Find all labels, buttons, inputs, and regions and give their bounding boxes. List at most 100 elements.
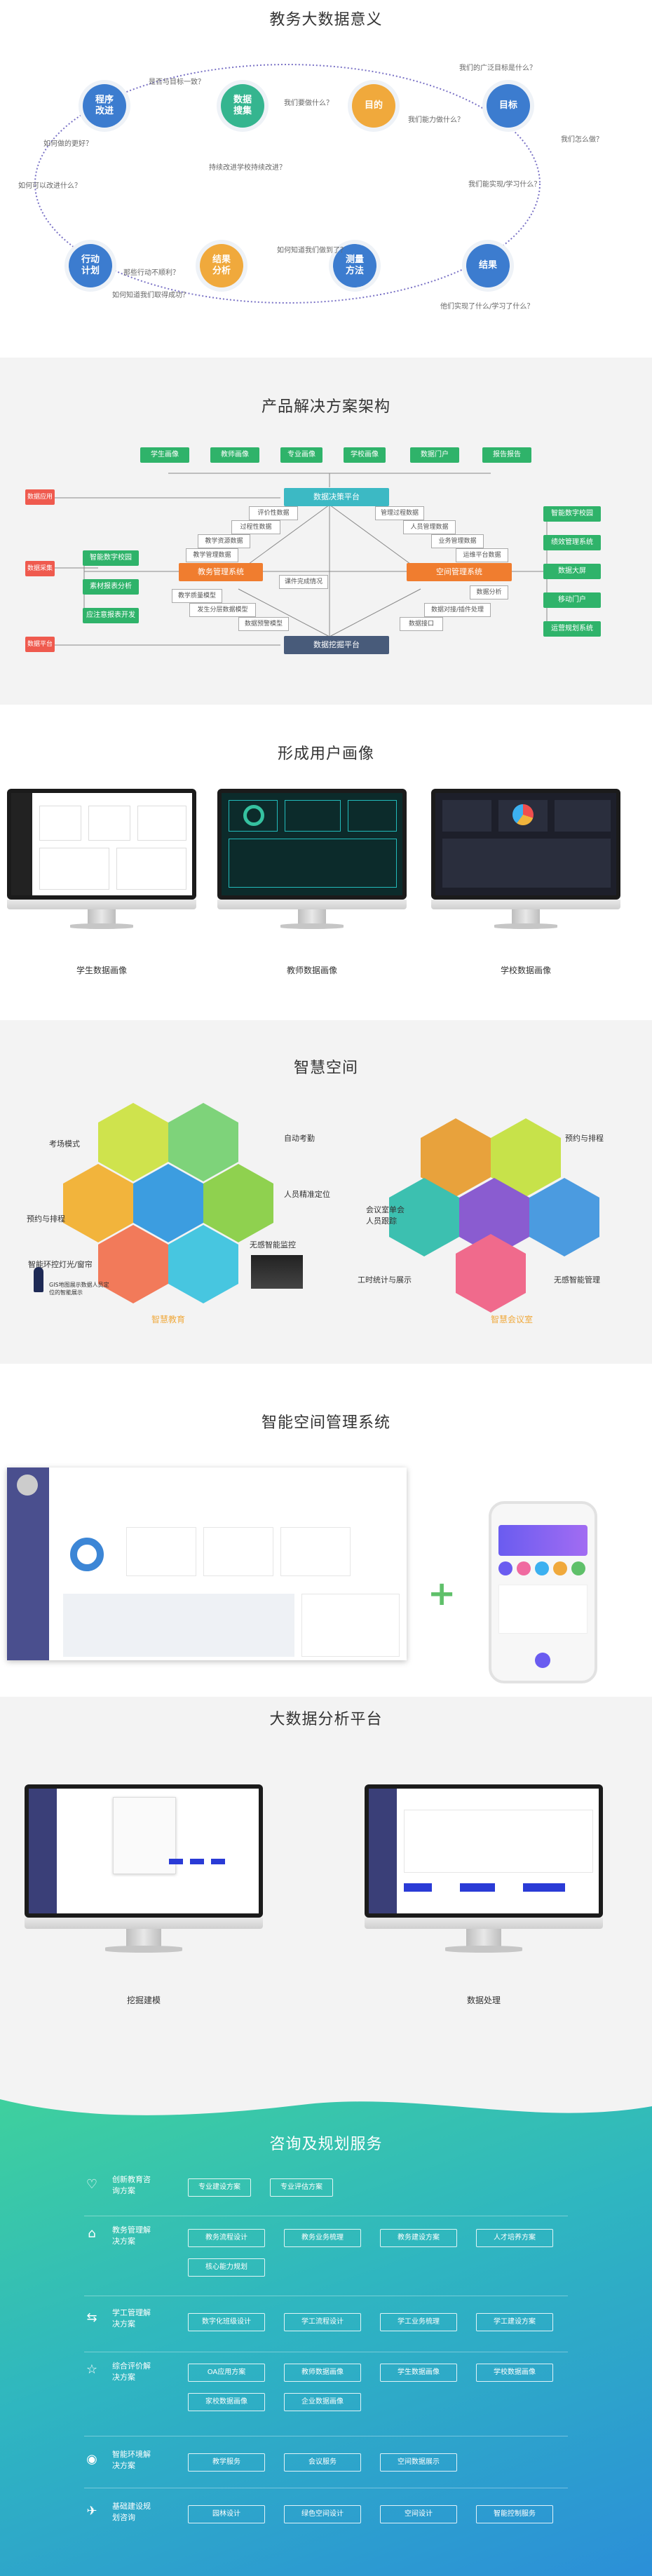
feature-label: 无感智能管理 bbox=[554, 1275, 600, 1284]
question: 我们怎么做？ bbox=[561, 136, 603, 144]
hex-room bbox=[168, 1103, 238, 1181]
service-row: ◉ 智能环境解决方案 教学服务 会议服务 空间数据展示 bbox=[84, 2436, 568, 2488]
service-item[interactable]: 企业数据画像 bbox=[284, 2393, 361, 2411]
service-item[interactable]: 学生数据画像 bbox=[380, 2364, 457, 2382]
row-title: 教务管理解决方案 bbox=[112, 2225, 151, 2246]
manage-system: 教务管理系统 bbox=[179, 563, 263, 581]
service-item[interactable]: 会议服务 bbox=[284, 2453, 361, 2472]
service-item[interactable]: 教师数据画像 bbox=[284, 2364, 361, 2382]
service-item[interactable]: 空间设计 bbox=[380, 2505, 457, 2523]
right-module: 运营规划系统 bbox=[543, 621, 601, 637]
section-significance: 教务大数据意义 程序 改进 数据 搜集 目的 目标 行动 计划 结果 分析 测量… bbox=[0, 0, 652, 358]
caption: 教师数据画像 bbox=[286, 965, 337, 975]
node-purpose: 目的 bbox=[352, 84, 395, 128]
service-item[interactable]: OA应用方案 bbox=[188, 2364, 265, 2382]
person-icon bbox=[34, 1267, 43, 1292]
service-item[interactable]: 专业评估方案 bbox=[270, 2178, 333, 2197]
node-result-analysis: 结果 分析 bbox=[200, 244, 243, 287]
hex-room bbox=[133, 1164, 203, 1242]
node-measure: 测量 方法 bbox=[333, 244, 376, 287]
heart-icon: ♡ bbox=[86, 2177, 98, 2192]
feature-label: 预约与排程 bbox=[565, 1134, 604, 1143]
feature-label: 自动考勤 bbox=[284, 1134, 315, 1143]
plane-icon: ✈ bbox=[86, 2504, 97, 2519]
section-space-management: 智能空间管理系统 + bbox=[0, 1364, 652, 1697]
service-row: ✈ 基础建设规划咨询 园林设计 绿色空间设计 空间设计 智能控制服务 bbox=[84, 2488, 568, 2544]
cycle-ellipse bbox=[34, 64, 541, 304]
data-item: 教学质量模型 bbox=[172, 589, 222, 603]
row-title: 智能环境解决方案 bbox=[112, 2450, 151, 2470]
section-architecture: 产品解决方案架构 学生画像 教师画像 专业画像 学校画像 数据门户 报告报告 数… bbox=[0, 358, 652, 705]
service-item[interactable]: 数字化班级设计 bbox=[188, 2313, 265, 2331]
question: 我们能力做什么？ bbox=[408, 116, 464, 124]
row-title: 基础建设规划咨询 bbox=[112, 2502, 151, 2522]
service-item[interactable]: 园林设计 bbox=[188, 2505, 265, 2523]
service-item[interactable]: 学工建设方案 bbox=[476, 2313, 553, 2331]
service-item[interactable]: 教务业务梳理 bbox=[284, 2229, 361, 2247]
node-program-improve: 程序 改进 bbox=[83, 84, 126, 128]
section-smart-space: 智慧空间 考场模式 自动考勤 人员精准定位 预约与排程 无感智能监控 智能环控灯… bbox=[0, 1020, 652, 1364]
section-title: 智慧空间 bbox=[293, 1059, 358, 1077]
right-module: 绩效管理系统 bbox=[543, 535, 601, 550]
top-module: 数据门户 bbox=[410, 447, 459, 463]
section-title: 形成用户画像 bbox=[277, 745, 374, 763]
hex-room bbox=[63, 1164, 133, 1242]
dashboard-screenshot bbox=[7, 1467, 407, 1660]
node-data-collect: 数据 搜集 bbox=[221, 84, 264, 128]
hex-room bbox=[529, 1178, 599, 1256]
feature-label: 预约与排程 bbox=[27, 1214, 65, 1223]
data-item: 管理过程数据 bbox=[375, 506, 424, 520]
data-item: 过程性数据 bbox=[231, 520, 280, 534]
left-module: 应注意报表开发 bbox=[83, 608, 139, 623]
service-item[interactable]: 核心能力规划 bbox=[188, 2258, 265, 2277]
control-system: 空间管理系统 bbox=[407, 563, 512, 581]
feature-label: 智能环控灯光/窗帘 bbox=[28, 1260, 93, 1269]
service-item[interactable]: 专业建设方案 bbox=[188, 2178, 251, 2197]
service-item[interactable]: 绿色空间设计 bbox=[284, 2505, 361, 2523]
question: 我们要做什么？ bbox=[284, 100, 333, 107]
data-item: 教学管理数据 bbox=[186, 548, 238, 562]
data-item: 业务管理数据 bbox=[431, 534, 484, 548]
data-item: 发生分层数据模型 bbox=[189, 603, 256, 617]
data-item: 数据接口 bbox=[400, 617, 443, 631]
feature-label: 会议室单会人员跟踪 bbox=[366, 1205, 405, 1226]
service-item[interactable]: 空间数据展示 bbox=[380, 2453, 457, 2472]
service-item[interactable]: 人才培养方案 bbox=[476, 2229, 553, 2247]
service-item[interactable]: 学校数据画像 bbox=[476, 2364, 553, 2382]
service-item[interactable]: 教务建设方案 bbox=[380, 2229, 457, 2247]
section-title: 教务大数据意义 bbox=[269, 11, 383, 29]
data-item: 数据对接/插件处理 bbox=[424, 603, 491, 617]
service-row: ☆ 综合评价解决方案 OA应用方案 教师数据画像 学生数据画像 学校数据画像 家… bbox=[84, 2352, 568, 2436]
service-item[interactable]: 学工业务梳理 bbox=[380, 2313, 457, 2331]
monitor-school bbox=[431, 789, 620, 929]
service-item[interactable]: 教务流程设计 bbox=[188, 2229, 265, 2247]
hex-room bbox=[168, 1225, 238, 1303]
row-title: 综合评价解决方案 bbox=[112, 2361, 151, 2382]
plus-sign: + bbox=[428, 1574, 456, 1613]
question: 如何知道我们取得成功？ bbox=[112, 292, 189, 299]
top-module: 专业画像 bbox=[280, 447, 322, 463]
eye-icon: ◉ bbox=[86, 2452, 97, 2467]
hex-room bbox=[203, 1164, 273, 1242]
service-item[interactable]: 家校数据画像 bbox=[188, 2393, 265, 2411]
data-item: 数据分析 bbox=[470, 585, 508, 599]
row-title: 学工管理解决方案 bbox=[112, 2308, 151, 2328]
service-item[interactable]: 教学服务 bbox=[188, 2453, 265, 2472]
row-title: 创新教育咨询方案 bbox=[112, 2175, 151, 2195]
feature-label: GIS地图展示数据人员定位的智能展示 bbox=[49, 1282, 109, 1296]
left-module: 智能数字校园 bbox=[83, 550, 139, 566]
monitor-modeling bbox=[25, 1784, 263, 1953]
question: 持续改进学校持续改进？ bbox=[209, 164, 286, 172]
caption: 数据处理 bbox=[466, 1995, 501, 2005]
left-module: 素材报表分析 bbox=[83, 579, 139, 595]
caption: 挖掘建模 bbox=[126, 1995, 161, 2005]
service-item[interactable]: 智能控制服务 bbox=[476, 2505, 553, 2523]
right-module: 数据大屏 bbox=[543, 564, 601, 579]
layer-label: 数据采集 bbox=[25, 561, 55, 576]
top-module: 报告报告 bbox=[482, 447, 531, 463]
question: 那些行动不顺利？ bbox=[123, 269, 179, 277]
service-item[interactable]: 学工流程设计 bbox=[284, 2313, 361, 2331]
section-user-portrait: 形成用户画像 学生数据画像 教师数据画像 bbox=[0, 705, 652, 1020]
right-module: 移动门户 bbox=[543, 592, 601, 608]
hex-room bbox=[456, 1234, 526, 1313]
